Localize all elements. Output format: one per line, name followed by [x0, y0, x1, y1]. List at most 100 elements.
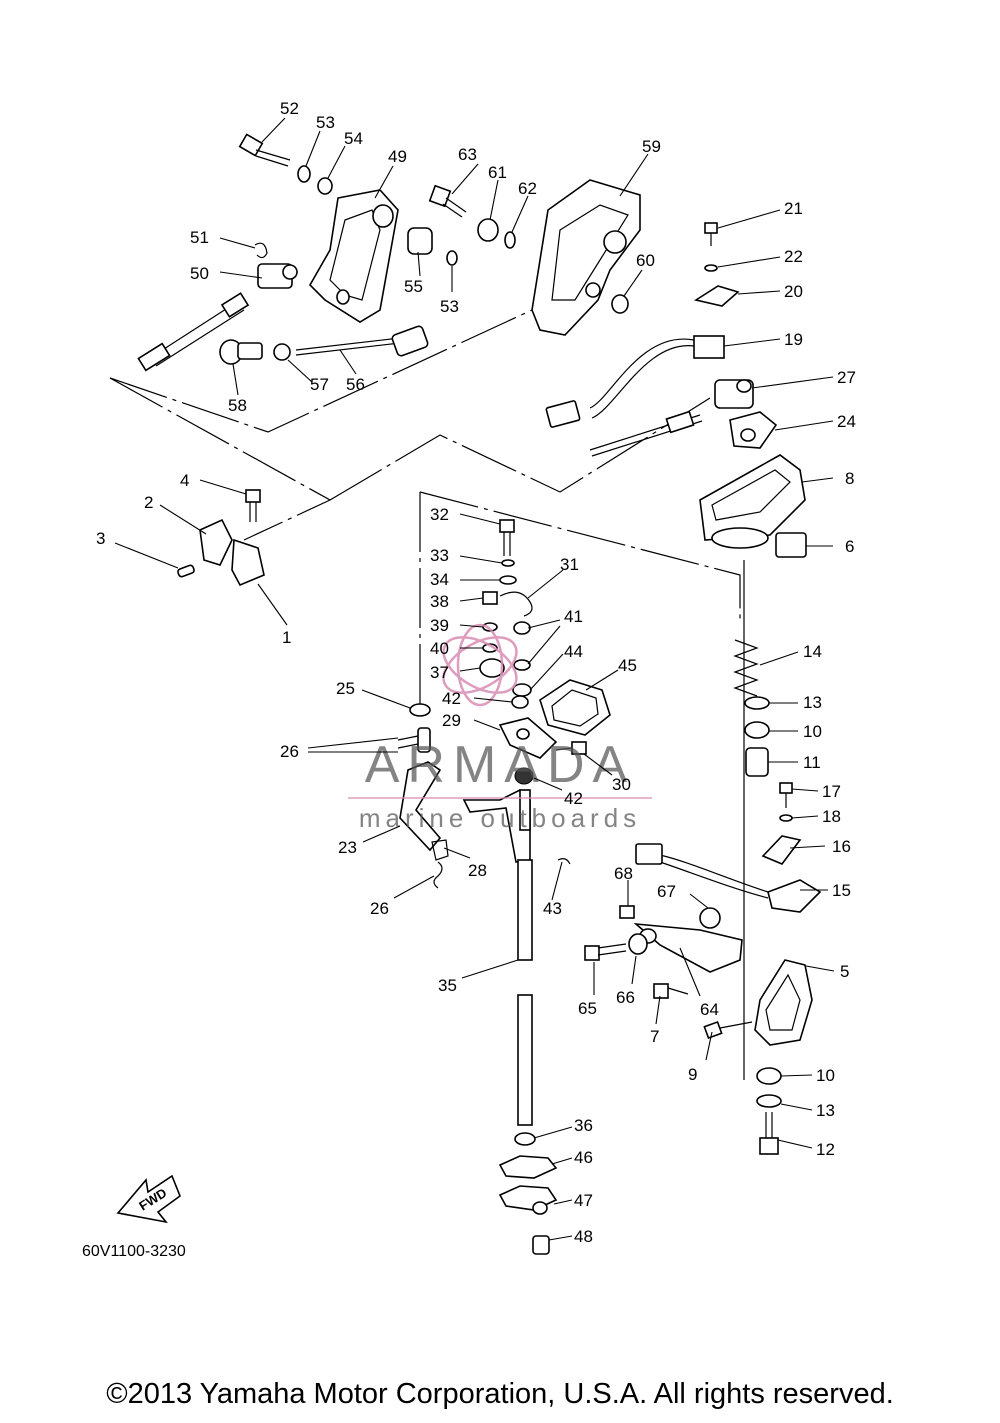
screw-68 [619, 905, 635, 919]
callout-27: 27 [837, 368, 856, 387]
figure-code: 60V1100-3230 [82, 1243, 186, 1260]
watermark: ARMADA marine outboards [348, 623, 652, 833]
callout-59: 59 [642, 137, 661, 156]
screw-48 [532, 1235, 550, 1255]
callout-15: 15 [832, 881, 851, 900]
washer-33 [501, 559, 515, 567]
screw-21 [704, 222, 718, 234]
copyright-notice: ©2013 Yamaha Motor Corporation, U.S.A. A… [106, 1378, 894, 1410]
callout-7: 7 [650, 1027, 659, 1046]
callout-29: 29 [442, 711, 461, 730]
rod-end-56 [391, 325, 429, 357]
bracket-1 [231, 538, 265, 587]
gasket-47 [498, 1185, 558, 1211]
callout-61: 61 [488, 163, 507, 182]
callout-3: 3 [96, 529, 105, 548]
lever-5 [754, 959, 813, 1046]
clip-26b [433, 861, 443, 889]
washer-62 [504, 231, 516, 249]
connector-harness [635, 843, 663, 865]
shift-rod-assembly [397, 519, 611, 1255]
clip-31 [499, 591, 533, 617]
nut-66 [628, 933, 648, 955]
upper-right-assembly [545, 222, 822, 1155]
callout-55: 55 [404, 277, 423, 296]
spring-14 [733, 639, 759, 697]
linkage-arm-assembly [584, 905, 743, 999]
callout-42a: 42 [442, 689, 461, 708]
plate-16 [761, 835, 802, 865]
collar-61 [477, 218, 499, 242]
small-bracket-assembly [177, 489, 265, 587]
rod-35-lower [517, 994, 533, 1126]
watermark-logo [442, 623, 518, 707]
washer-18 [779, 814, 793, 822]
arm-64 [633, 922, 743, 973]
callout-32: 32 [430, 505, 449, 524]
callout-6: 6 [845, 537, 854, 556]
callout-66: 66 [616, 988, 635, 1007]
callout-45: 45 [618, 656, 637, 675]
pin-3 [177, 564, 195, 578]
rod-35 [517, 859, 533, 961]
bolt-32 [499, 519, 515, 533]
washer-53 [297, 165, 311, 183]
callout-37: 37 [430, 663, 449, 682]
callout-14: 14 [803, 642, 822, 661]
link-23 [399, 761, 442, 852]
callout-19: 19 [784, 330, 803, 349]
callout-56: 56 [346, 375, 365, 394]
callout-11: 11 [803, 753, 821, 772]
bolt-12 [759, 1137, 779, 1155]
washer-25 [409, 703, 431, 717]
washer-13a [744, 696, 770, 710]
nut-57 [273, 343, 291, 361]
screw-9 [703, 1020, 723, 1040]
callout-31: 31 [560, 555, 579, 574]
bolt-65 [584, 945, 600, 961]
collar-42a [511, 695, 529, 709]
cap-58 [219, 339, 263, 365]
oring-36 [514, 1132, 536, 1146]
connector-19 [693, 335, 725, 359]
lever-29 [498, 717, 558, 759]
collar-10b [756, 1067, 782, 1085]
callout-44: 44 [564, 642, 583, 661]
callout-38: 38 [430, 592, 449, 611]
callout-39: 39 [430, 616, 449, 635]
bushing-11 [745, 747, 769, 777]
callout-33: 33 [430, 546, 449, 565]
screw-17 [779, 782, 793, 794]
callout-2: 2 [144, 493, 153, 512]
callout-42b: 42 [564, 789, 583, 808]
collar-44 [512, 683, 532, 697]
callout-62: 62 [518, 179, 537, 198]
bolt-52 [238, 133, 291, 167]
callout-24: 24 [837, 412, 856, 431]
watermark-tagline: marine outboards [359, 803, 641, 833]
washer-54 [317, 177, 333, 195]
callout-10b: 10 [816, 1066, 835, 1085]
callout-13b: 13 [816, 1101, 835, 1120]
callout-12: 12 [816, 1140, 835, 1159]
pin-43 [557, 858, 571, 865]
callout-18: 18 [822, 807, 841, 826]
watermark-brand: ARMADA [365, 736, 635, 794]
callout-53: 53 [316, 113, 335, 132]
callout-16: 16 [832, 837, 851, 856]
callout-64: 64 [700, 1000, 719, 1019]
washer-13b [756, 1094, 782, 1108]
connector-6 [775, 532, 807, 558]
callout-41: 41 [564, 607, 583, 626]
callout-47: 47 [574, 1191, 593, 1210]
collar-67 [699, 907, 721, 929]
callout-51: 51 [190, 228, 209, 247]
sensor-15 [767, 879, 822, 913]
callout-36: 36 [574, 1116, 593, 1135]
callout-49: 49 [388, 147, 407, 166]
plate-20 [693, 285, 740, 307]
callout-1: 1 [282, 628, 291, 647]
callout-58: 58 [228, 396, 247, 415]
bolt-63 [428, 184, 452, 208]
